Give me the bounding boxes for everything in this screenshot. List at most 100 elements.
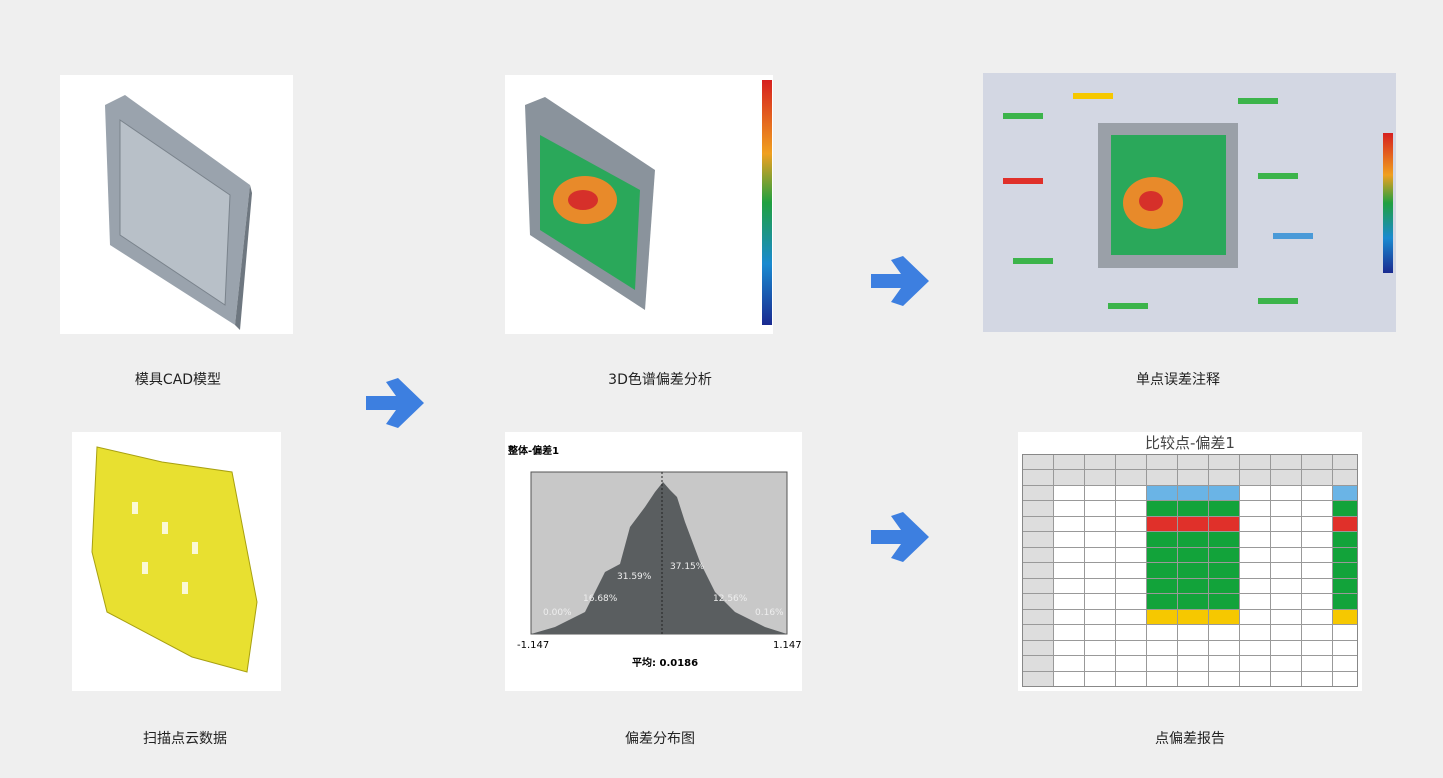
hist-max: 1.147 <box>773 640 802 651</box>
table-cell <box>1085 578 1115 594</box>
table-cell <box>1271 594 1301 609</box>
table-cell <box>1023 516 1053 532</box>
table-cell <box>1054 594 1084 609</box>
table-cell <box>1271 547 1301 563</box>
table-cell <box>1240 501 1270 516</box>
table-cell <box>1178 563 1208 578</box>
table-cell <box>1302 578 1332 594</box>
hist-bin-label: 0.16% <box>755 608 784 618</box>
table-cell <box>1271 609 1301 625</box>
table-cell <box>1271 532 1301 547</box>
color-deviation-image <box>505 75 773 334</box>
caption-report: 点偏差报告 <box>1155 731 1225 747</box>
table-cell <box>1178 594 1208 609</box>
table-cell <box>1116 532 1146 547</box>
table-cell <box>1054 625 1084 640</box>
table-cell <box>1178 485 1208 501</box>
table-cell <box>1271 640 1301 656</box>
table-cell <box>1302 625 1332 640</box>
caption-color-deviation: 3D色谱偏差分析 <box>608 372 712 388</box>
table-cell <box>1240 547 1270 563</box>
table-cell <box>1302 455 1332 470</box>
caption-point-cloud: 扫描点云数据 <box>143 731 227 747</box>
table-cell <box>1023 656 1053 671</box>
table-cell <box>1023 563 1053 578</box>
table-cell <box>1209 625 1239 640</box>
table-cell <box>1085 470 1115 485</box>
caption-cad-model: 模具CAD模型 <box>134 372 222 388</box>
table-cell <box>1271 625 1301 640</box>
table-cell <box>1085 671 1115 686</box>
table-cell <box>1147 485 1177 501</box>
table-cell <box>1240 609 1270 625</box>
table-cell <box>1085 501 1115 516</box>
table-cell <box>1147 671 1177 686</box>
table-cell <box>1023 455 1053 470</box>
caption-histogram: 偏差分布图 <box>625 731 695 747</box>
table-cell <box>1085 594 1115 609</box>
table-cell <box>1209 547 1239 563</box>
table-cell <box>1302 563 1332 578</box>
table-cell <box>1240 625 1270 640</box>
table-cell <box>1178 470 1208 485</box>
arrow-right-icon <box>871 256 929 306</box>
table-cell <box>1178 609 1208 625</box>
table-cell <box>1085 625 1115 640</box>
table-cell <box>1023 485 1053 501</box>
table-cell <box>1333 470 1357 485</box>
table-cell <box>1116 671 1146 686</box>
table-cell <box>1209 656 1239 671</box>
table-cell <box>1333 625 1357 640</box>
table-cell <box>1333 563 1357 578</box>
table-cell <box>1054 609 1084 625</box>
table-cell <box>1178 455 1208 470</box>
table-cell <box>1302 516 1332 532</box>
table-cell <box>1271 563 1301 578</box>
table-cell <box>1085 656 1115 671</box>
table-cell <box>1116 501 1146 516</box>
table-cell <box>1054 671 1084 686</box>
table-cell <box>1147 470 1177 485</box>
table-cell <box>1302 640 1332 656</box>
caption-point-annotation: 单点误差注释 <box>1136 372 1220 388</box>
table-cell <box>1178 578 1208 594</box>
report-grid <box>1022 454 1358 687</box>
table-cell <box>1333 485 1357 501</box>
table-cell <box>1054 640 1084 656</box>
table-cell <box>1209 609 1239 625</box>
table-cell <box>1147 656 1177 671</box>
table-cell <box>1147 625 1177 640</box>
hist-min: -1.147 <box>517 640 550 651</box>
table-cell <box>1271 656 1301 671</box>
table-cell <box>1085 485 1115 501</box>
table-cell <box>1240 516 1270 532</box>
hist-bin-label: 31.59% <box>617 572 652 582</box>
table-cell <box>1147 563 1177 578</box>
table-cell <box>1116 609 1146 625</box>
table-cell <box>1209 578 1239 594</box>
table-cell <box>1023 547 1053 563</box>
table-cell <box>1147 594 1177 609</box>
table-cell <box>1209 640 1239 656</box>
table-cell <box>1178 640 1208 656</box>
table-cell <box>1240 455 1270 470</box>
table-cell <box>1178 671 1208 686</box>
table-cell <box>1240 656 1270 671</box>
table-cell <box>1209 455 1239 470</box>
table-cell <box>1240 640 1270 656</box>
table-cell <box>1333 547 1357 563</box>
deviation-histogram: 整体-偏差1 0.00% 16.68% 31.59% 37.15% 12.56%… <box>505 432 802 691</box>
table-cell <box>1302 485 1332 501</box>
table-cell <box>1209 470 1239 485</box>
table-cell <box>1147 640 1177 656</box>
table-cell <box>1147 578 1177 594</box>
table-cell <box>1240 563 1270 578</box>
table-cell <box>1116 485 1146 501</box>
table-cell <box>1240 532 1270 547</box>
table-cell <box>1178 656 1208 671</box>
table-cell <box>1116 594 1146 609</box>
table-cell <box>1271 578 1301 594</box>
table-cell <box>1147 609 1177 625</box>
table-cell <box>1116 547 1146 563</box>
table-cell <box>1271 671 1301 686</box>
